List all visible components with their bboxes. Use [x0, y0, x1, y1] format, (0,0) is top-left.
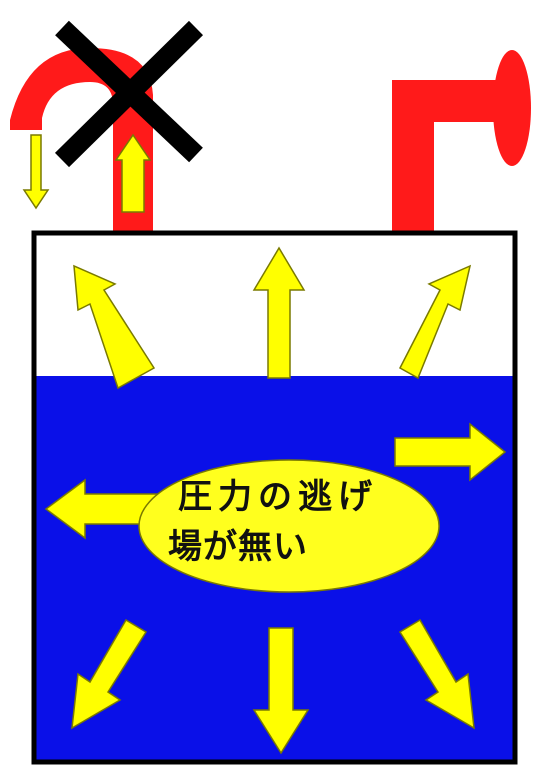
arrow-down-center [252, 627, 310, 755]
arrow-up-center [252, 246, 306, 379]
caption-bubble [138, 459, 440, 593]
right-vent-pipe [392, 50, 531, 235]
right-pipe-arm [392, 80, 510, 122]
right-pipe-cap [493, 50, 531, 166]
arrow-down-right [398, 618, 475, 730]
air-pressure-arrows [73, 246, 472, 390]
arrow-right [394, 422, 507, 482]
arrow-down-left [71, 618, 148, 730]
water-pressure-arrows [44, 422, 507, 755]
arrow-down-small [22, 134, 50, 210]
caption-line-2: 場が無い [168, 527, 308, 567]
pressure-caption: 圧力の逃げ 場が無い [150, 472, 440, 572]
arrow-up-in-pipe [114, 133, 152, 213]
caption-line-1: 圧力の逃げ [178, 477, 378, 517]
tank-outline [31, 230, 518, 765]
arrow-up-right [399, 264, 472, 380]
cross-icon [54, 20, 204, 168]
arrow-up-left [73, 264, 156, 390]
left-pipe-arrows [22, 133, 152, 213]
